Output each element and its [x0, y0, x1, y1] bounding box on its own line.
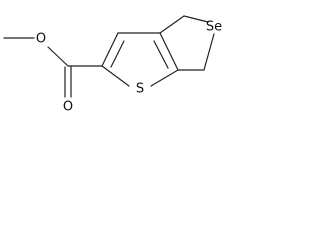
bond-c3a-c6a-inner — [153, 40, 169, 69]
atom-label-o-carbonyl: O — [63, 100, 73, 115]
bond-s-c6a — [150, 69, 179, 87]
atom-label-s: S — [136, 82, 144, 97]
bond-c3-c2 — [101, 32, 119, 67]
bond-c4-se — [183, 15, 209, 23]
molecule-structure-diagram: Se S O O — [3, 15, 222, 115]
atom-label-se: Se — [206, 20, 222, 35]
bond-c3-c2-inner — [110, 40, 125, 68]
bond-se-c6 — [203, 33, 215, 71]
bond-c3a-c6a — [159, 32, 179, 71]
atom-label-o-ester: O — [36, 32, 46, 47]
bond-ccarbonyl-oester — [47, 46, 69, 67]
bond-c2-s — [101, 65, 130, 87]
bond-c3a-c4 — [159, 15, 185, 34]
